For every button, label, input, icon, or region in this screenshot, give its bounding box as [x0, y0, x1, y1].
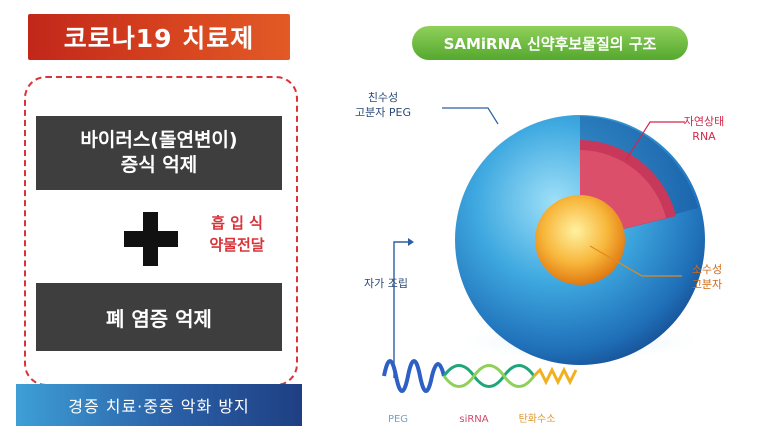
virus-inhibition-line2: 증식 억제 [121, 153, 198, 178]
natural-rna-line2: RNA [672, 129, 736, 144]
hydrocarbon-chain [534, 370, 576, 382]
route-line2: 약물전달 [196, 234, 278, 256]
inhalation-delivery-label: 흡 입 식 약물전달 [196, 212, 278, 256]
hydrophobic-line1: 소수성 [682, 262, 732, 277]
sirna-component-label: siRNA [454, 412, 494, 427]
summary-bar: 경증 치료·중증 악화 방지 [16, 384, 302, 426]
hydrophobic-line2: 고분자 [682, 277, 732, 292]
virus-inhibition-line1: 바이러스(돌연변이) [80, 128, 237, 153]
arrow-head-icon [408, 238, 414, 246]
peg-leader-line [442, 108, 498, 124]
lung-inflammation-box: 폐 염증 억제 [36, 283, 282, 351]
sirna-helix-a [444, 366, 534, 387]
hydrophobic-polymer-label: 소수성 고분자 [682, 262, 732, 292]
hydrophilic-line2: 고분자 PEG [352, 105, 414, 120]
structure-title: SAMiRNA 신약후보물질의 구조 [412, 26, 688, 60]
peg-strand [384, 361, 444, 391]
natural-rna-label: 자연상태 RNA [672, 114, 736, 144]
peg-component-label: PEG [378, 412, 418, 427]
route-line1: 흡 입 식 [196, 212, 278, 234]
page-title: 코로나19 치료제 [28, 14, 290, 60]
hydrophilic-peg-label: 친수성 고분자 PEG [352, 90, 414, 120]
hydrophilic-line1: 친수성 [352, 90, 414, 105]
hydrocarbon-component-label: 탄화수소 [512, 412, 562, 427]
plus-icon-horizontal [124, 231, 178, 247]
hydrophobic-core [535, 195, 625, 285]
self-assembly-arrow [394, 242, 408, 378]
sirna-helix-b [444, 366, 534, 387]
self-assembly-label: 자가 조립 [356, 276, 416, 291]
virus-inhibition-box: 바이러스(돌연변이) 증식 억제 [36, 116, 282, 190]
lung-inflammation-label: 폐 염증 억제 [106, 303, 212, 332]
natural-rna-line1: 자연상태 [672, 114, 736, 129]
